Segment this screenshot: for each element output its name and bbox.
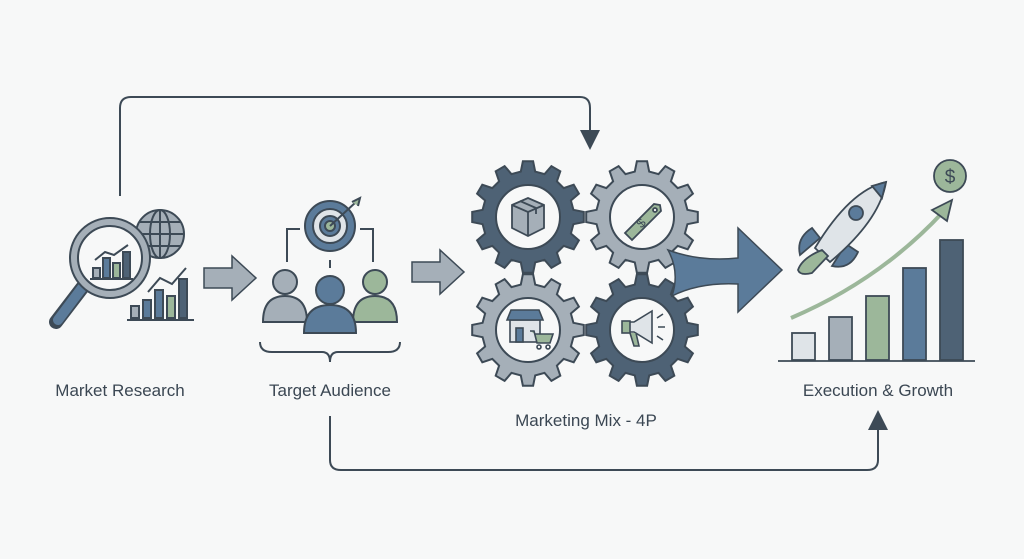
step-label-execution-growth: Execution & Growth bbox=[803, 381, 953, 400]
flow-arrow-1 bbox=[203, 254, 258, 302]
step-label-target-audience: Target Audience bbox=[269, 381, 391, 400]
target-audience-icon bbox=[259, 196, 401, 363]
place-store-icon bbox=[505, 309, 555, 350]
product-box-icon bbox=[511, 197, 545, 238]
flow-arrow-2 bbox=[411, 248, 466, 296]
step-label-marketing-mix: Marketing Mix - 4P bbox=[515, 411, 657, 430]
feedback-connector-bottom bbox=[329, 410, 888, 471]
magnifier-chart-globe-icon bbox=[49, 209, 194, 329]
rocket-growth-chart-icon: $ bbox=[778, 159, 975, 362]
gears-4p-icon bbox=[471, 160, 699, 387]
promotion-megaphone-icon bbox=[621, 309, 665, 347]
dollar-icon: $ bbox=[945, 167, 956, 188]
step-label-market-research: Market Research bbox=[55, 381, 184, 400]
price-tag-icon: $ bbox=[623, 203, 662, 242]
flow-arrow-3 bbox=[666, 226, 784, 314]
feedback-connector-top bbox=[119, 96, 600, 196]
